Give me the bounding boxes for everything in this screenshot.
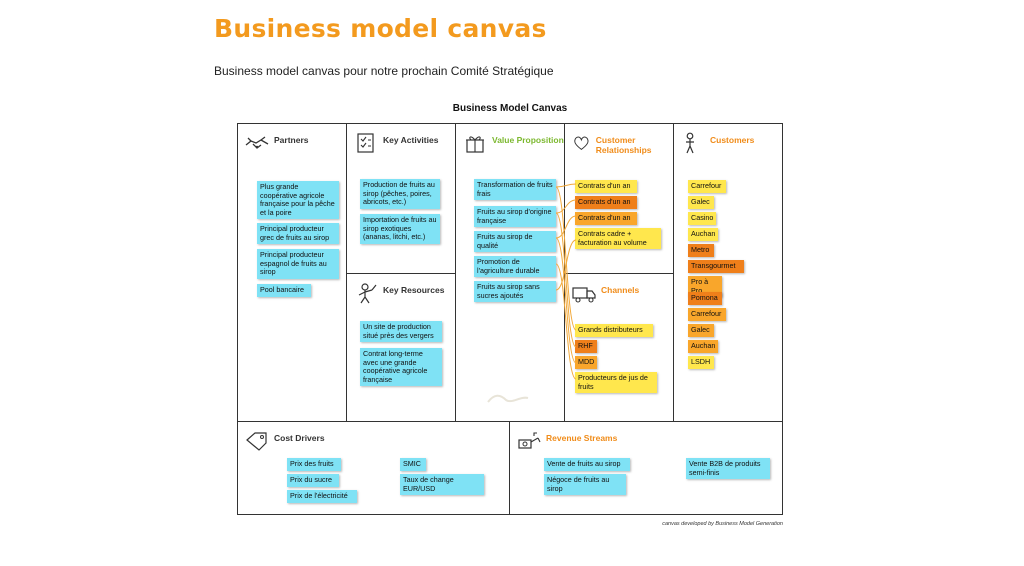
sticky-note: Promotion de l'agriculture durable — [474, 256, 556, 278]
sticky-note: LSDH — [688, 356, 714, 369]
block-channels: Channels Grands distributeurs RHF MDD Pr… — [564, 273, 675, 423]
sticky-note: Contrat long-terme avec une grande coopé… — [360, 348, 442, 387]
sticky-note: Fruits au sirop sans sucres ajoutés — [474, 281, 556, 303]
block-label: Channels — [601, 285, 640, 295]
sticky-note: RHF — [575, 340, 597, 353]
block-label: Partners — [274, 135, 309, 145]
block-label: Revenue Streams — [546, 433, 618, 443]
sticky-note: Carrefour — [688, 180, 726, 193]
sticky-note: Plus grande coopérative agricole françai… — [257, 181, 339, 220]
sticky-note: Contrats d'un an — [575, 212, 637, 225]
sticky-note: Prix de l'électricité — [287, 490, 357, 503]
block-partners: Partners Plus grande coopérative agricol… — [237, 123, 348, 423]
sticky-note: Fruits au sirop de qualité — [474, 231, 556, 253]
sticky-note: Contrats d'un an — [575, 196, 637, 209]
block-cost-drivers: Cost Drivers Prix des fruits Prix du suc… — [237, 421, 511, 515]
sticky-note: Metro — [688, 244, 714, 257]
block-label: Key Resources — [383, 285, 445, 295]
block-key-resources: Key Resources Un site de production situ… — [346, 273, 457, 423]
sticky-note: Auchan — [688, 340, 718, 353]
gift-icon — [466, 136, 484, 153]
sticky-note: Fruits au sirop d'origine française — [474, 206, 556, 228]
sticky-note: Auchan — [688, 228, 718, 241]
sticky-note: Importation de fruits au sirop exotiques… — [360, 214, 440, 244]
sticky-note: Négoce de fruits au sirop — [544, 474, 626, 496]
block-customers: Customers Carrefour Galec Casino Auchan … — [673, 123, 783, 423]
sticky-note: MDD — [575, 356, 597, 369]
block-customer-relationships: Customer Relationships Contrats d'un an … — [564, 123, 675, 275]
sticky-note: Principal producteur espagnol de fruits … — [257, 249, 339, 279]
faint-watermark — [487, 394, 529, 403]
checklist-icon — [357, 133, 374, 153]
truck-icon — [572, 287, 596, 303]
sticky-note: Principal producteur grec de fruits au s… — [257, 223, 339, 245]
canvas-credit: canvas developed by Business Model Gener… — [662, 521, 783, 527]
block-label: Customer Relationships — [595, 135, 652, 155]
sticky-note: Producteurs de jus de fruits — [575, 372, 657, 394]
sticky-note: Taux de change EUR/USD — [400, 474, 484, 496]
sticky-note: Vente de fruits au sirop — [544, 458, 630, 471]
block-label: Cost Drivers — [274, 433, 325, 443]
sticky-note: Transformation de fruits frais — [474, 179, 556, 201]
handshake-icon — [245, 136, 269, 149]
sticky-note: Prix du sucre — [287, 474, 339, 487]
sticky-note: Un site de production situé près des ver… — [360, 321, 442, 343]
sticky-note: SMIC — [400, 458, 426, 471]
block-value-proposition: Value Proposition Transformation de frui… — [455, 123, 566, 423]
sticky-note: Galec — [688, 196, 714, 209]
block-label: Key Activities — [383, 135, 439, 145]
person-icon — [686, 132, 694, 154]
sticky-note: Pomona — [688, 292, 722, 305]
page-title: Business model canvas — [214, 14, 547, 43]
sticky-note: Contrats d'un an — [575, 180, 637, 193]
block-label: Customers — [710, 135, 755, 145]
sticky-note: Casino — [688, 212, 716, 225]
sticky-note: Pro à Pro — [688, 276, 722, 298]
block-label: Value Proposition — [492, 135, 564, 145]
business-model-canvas: Partners Plus grande coopérative agricol… — [237, 123, 783, 515]
block-revenue-streams: Revenue Streams Vente de fruits au sirop… — [509, 421, 783, 515]
worker-icon — [358, 283, 377, 304]
sticky-note: Contrats cadre + facturation au volume — [575, 228, 661, 250]
sticky-note: Transgourmet — [688, 260, 744, 273]
money-bag-icon — [518, 432, 541, 449]
sticky-note: Grands distributeurs — [575, 324, 653, 337]
page-subtitle: Business model canvas pour notre prochai… — [214, 64, 554, 78]
heart-icon — [574, 136, 589, 150]
sticky-note: Vente B2B de produits semi-finis — [686, 458, 770, 480]
sticky-note: Pool bancaire — [257, 284, 311, 297]
sticky-note: Production de fruits au sirop (pêches, p… — [360, 179, 440, 209]
canvas-title: Business Model Canvas — [452, 103, 568, 114]
sticky-note: Galec — [688, 324, 714, 337]
block-key-activities: Key Activities Production de fruits au s… — [346, 123, 457, 275]
price-tag-icon — [246, 432, 267, 451]
sticky-note: Prix des fruits — [287, 458, 341, 471]
sticky-note: Carrefour — [688, 308, 726, 321]
